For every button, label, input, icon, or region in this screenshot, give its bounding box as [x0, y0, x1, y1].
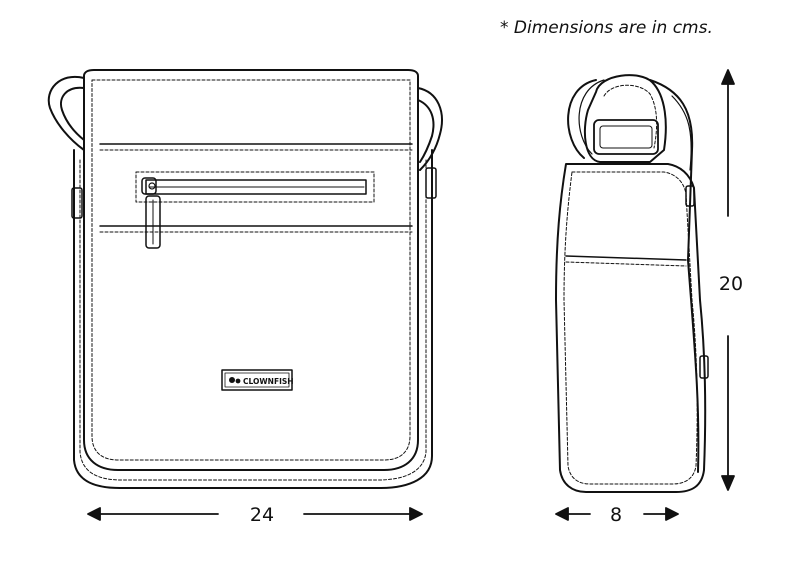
- bag-flap: [83, 69, 419, 471]
- brand-label: CLOWNFISH: [243, 377, 294, 386]
- zipper-pull-icon: [141, 177, 161, 249]
- height-value: 20: [719, 273, 743, 295]
- side-strap: [583, 74, 667, 163]
- side-body: [555, 163, 707, 493]
- bag-side-view: [555, 74, 709, 493]
- strap-left: [47, 75, 85, 151]
- dimensions-note: * Dimensions are in cms.: [500, 18, 713, 38]
- bag-front-view: CLOWNFISH: [47, 69, 443, 489]
- brand-badge: CLOWNFISH: [221, 369, 294, 391]
- dimension-depth: 8: [555, 504, 679, 526]
- depth-value: 8: [610, 504, 622, 526]
- dimension-width: 24: [87, 504, 423, 526]
- width-value: 24: [250, 504, 274, 526]
- fish-logo-icon: [229, 377, 235, 383]
- bag-body: [73, 149, 433, 489]
- zip-pocket: [135, 171, 375, 249]
- dimension-height: 20: [719, 69, 743, 491]
- strap-right: [417, 87, 443, 171]
